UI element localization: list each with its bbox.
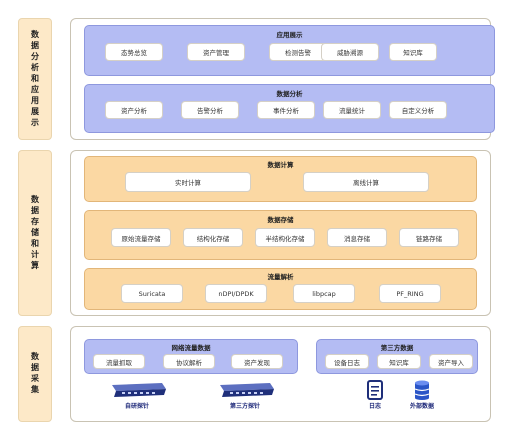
item-structured-storage: 结构化存储 (183, 228, 243, 247)
item-libpcap: libpcap (293, 284, 355, 303)
item-event-analysis: 事件分析 (257, 101, 315, 119)
source-label-log: 日志 (368, 403, 381, 410)
panel-network-traffic: 网络流量数据 流量抓取 协议解析 资产发现 (84, 339, 298, 374)
item-custom-analysis: 自定义分析 (389, 101, 447, 119)
panel-title: 数据存储 (267, 216, 294, 224)
item-ndpi-dpdk: nDPI/DPDK (205, 284, 267, 303)
source-label-own-probe: 自研探针 (124, 403, 149, 410)
item-traffic-capture: 流量抓取 (93, 354, 145, 369)
panel-title: 数据分析 (276, 90, 303, 98)
item-offline-compute: 离线计算 (303, 172, 429, 192)
item-asset-analysis: 资产分析 (105, 101, 163, 119)
tier-storage-label: 数据存储和计算 (30, 194, 40, 272)
external-database-icon (414, 380, 430, 400)
tier-app-label: 数据分析和应用展示 (30, 29, 40, 129)
panel-title: 流量解析 (267, 273, 294, 281)
item-pf-ring: PF_RING (379, 284, 441, 303)
panel-data-analysis: 数据分析 资产分析 告警分析 事件分析 流量统计 自定义分析 (84, 84, 495, 133)
panel-third-party: 第三方数据 设备日志 知识库 资产导入 (316, 339, 478, 374)
item-device-log: 设备日志 (325, 354, 369, 369)
source-label-external-data: 外部数据 (409, 403, 434, 410)
item-threat-trace: 威胁溯源 (321, 43, 379, 61)
tier-collect-label: 数据采集 (30, 352, 40, 396)
item-alert-analysis: 告警分析 (181, 101, 239, 119)
item-asset-import: 资产导入 (429, 354, 473, 369)
item-asset-management: 资产管理 (187, 43, 245, 61)
item-realtime-compute: 实时计算 (125, 172, 251, 192)
item-asset-discovery: 资产发现 (231, 354, 283, 369)
item-traffic-stats: 流量统计 (323, 101, 381, 119)
tier-collect-sidebar: 数据采集 (18, 326, 52, 422)
item-knowledge-base-import: 知识库 (377, 354, 421, 369)
panel-title: 应用展示 (276, 31, 303, 39)
log-document-icon (367, 380, 383, 400)
item-situation-overview: 态势总览 (105, 43, 163, 61)
item-raw-traffic-storage: 原始流量存储 (111, 228, 171, 247)
panel-data-compute: 数据计算 实时计算 离线计算 (84, 156, 477, 202)
panel-title: 第三方数据 (380, 344, 414, 352)
panel-title: 网络流量数据 (171, 344, 211, 352)
item-link-storage: 链路存储 (399, 228, 459, 247)
tier-app-sidebar: 数据分析和应用展示 (18, 18, 52, 140)
panel-app-display: 应用展示 态势总览 资产管理 检测告警 威胁溯源 知识库 (84, 25, 495, 76)
item-detection-alert: 检测告警 (269, 43, 327, 61)
panel-data-storage: 数据存储 原始流量存储 结构化存储 半结构化存储 消息存储 链路存储 (84, 210, 477, 260)
panel-traffic-parsing: 流量解析 Suricata nDPI/DPDK libpcap PF_RING (84, 268, 477, 310)
tier-storage-sidebar: 数据存储和计算 (18, 150, 52, 316)
item-knowledge-base: 知识库 (389, 43, 437, 61)
source-label-third-party-probe: 第三方探针 (229, 403, 260, 410)
probe-device-icon (108, 381, 166, 397)
third-party-probe-icon (216, 381, 274, 397)
item-protocol-parsing: 协议解析 (163, 354, 215, 369)
item-semi-structured-storage: 半结构化存储 (255, 228, 315, 247)
panel-title: 数据计算 (267, 161, 294, 169)
item-message-storage: 消息存储 (327, 228, 387, 247)
item-suricata: Suricata (121, 284, 183, 303)
